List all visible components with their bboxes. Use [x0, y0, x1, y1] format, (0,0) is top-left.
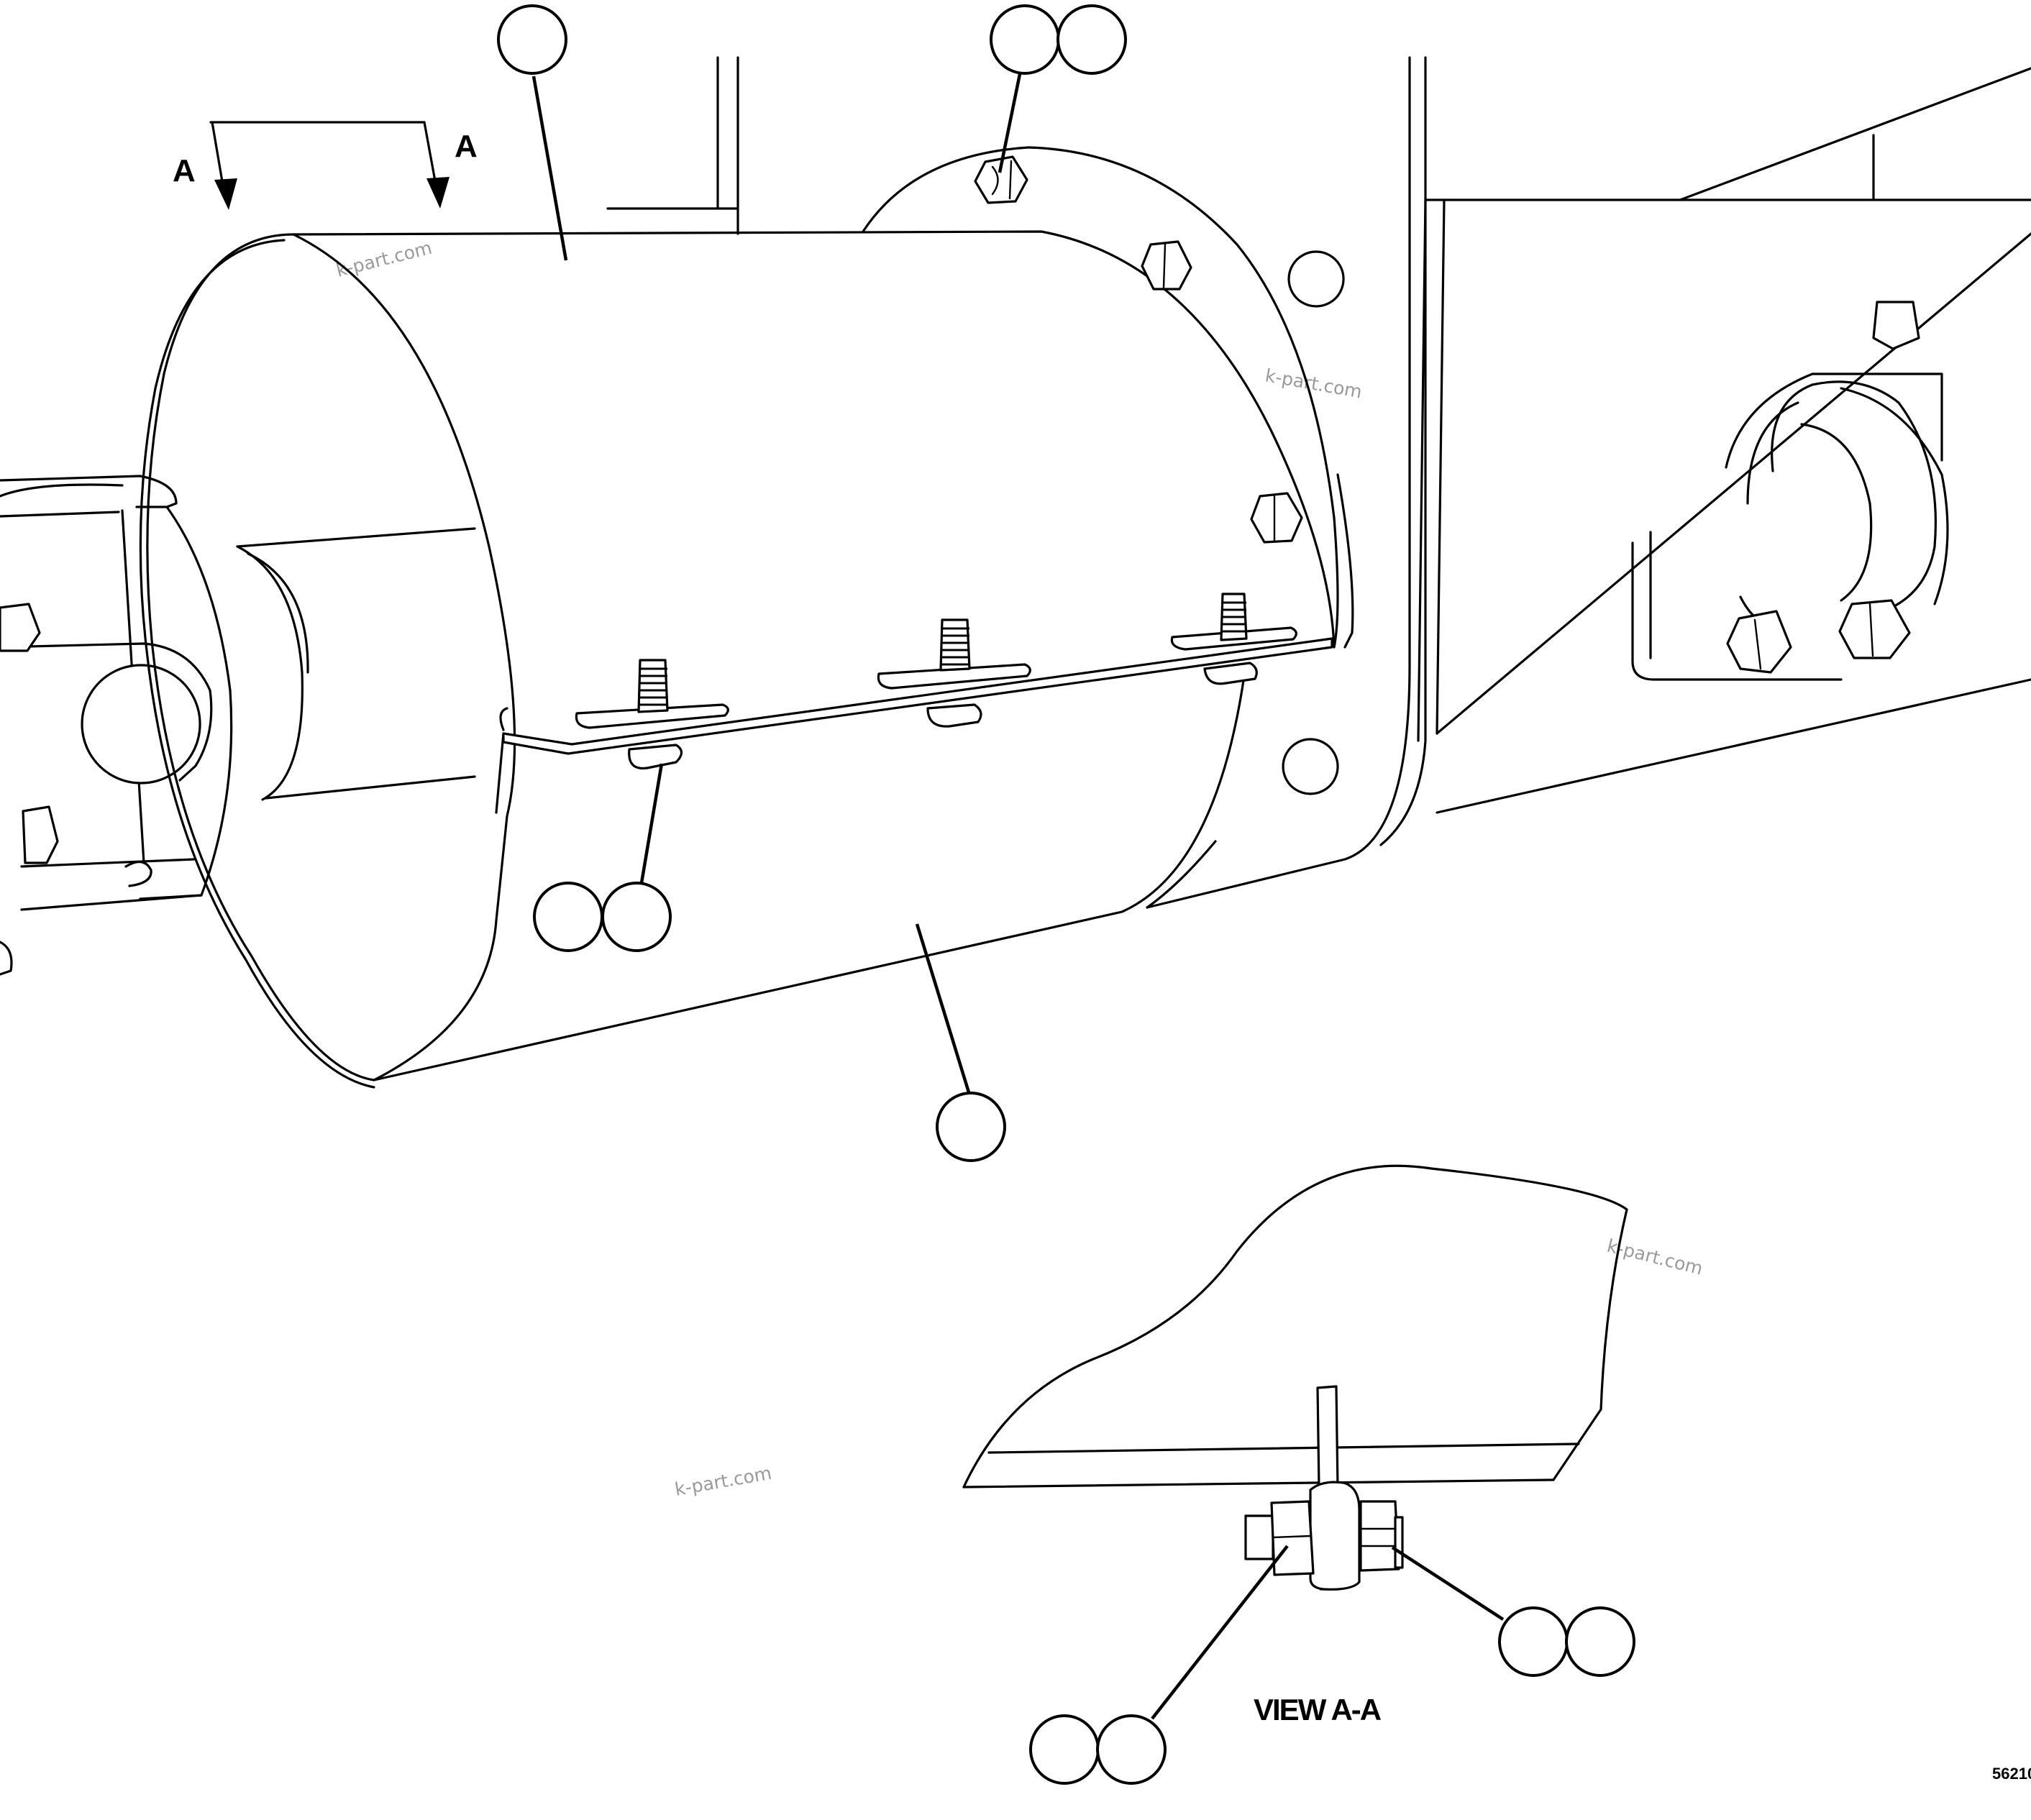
- clip-plate-1: [575, 703, 729, 729]
- callout-balloon: [1096, 1714, 1167, 1785]
- callout-balloon: [990, 4, 1060, 75]
- housing-bolt-right: [1838, 599, 1911, 659]
- callout-balloon: [936, 1092, 1006, 1162]
- section-label-left: A: [173, 153, 196, 188]
- section-label-right: A: [455, 129, 478, 164]
- callout-balloon: [1565, 1606, 1635, 1677]
- housing-bolt-left: [1726, 610, 1792, 674]
- section-arrow-right: [426, 177, 449, 209]
- leader-lines: [531, 73, 1505, 1720]
- callout-flange-bolt[interactable]: [990, 4, 1127, 75]
- stud-3: [1220, 593, 1248, 641]
- callout-balloon: [1498, 1606, 1569, 1677]
- watermark-2: k-part.com: [1264, 365, 1364, 402]
- bearing-housing: [1631, 301, 1949, 681]
- shaft-bolt-1: [0, 603, 41, 652]
- tab-2: [926, 703, 982, 728]
- callout-clip[interactable]: [533, 882, 672, 952]
- view-bolt-head: [1244, 1514, 1274, 1560]
- flange-bolt-3: [1250, 492, 1303, 544]
- flange-bolt-2: [1141, 240, 1192, 291]
- stud-1: [637, 659, 669, 713]
- guard-cylinder: [139, 146, 1354, 1089]
- figure-number: 56210: [1992, 1765, 2031, 1783]
- callout-balloon: [1056, 4, 1127, 75]
- section-arrow-left: [214, 178, 237, 210]
- callout-view-bolt[interactable]: [1029, 1714, 1167, 1785]
- yoke-ring-outer: [81, 664, 201, 785]
- view-clip: [1309, 1481, 1361, 1591]
- callout-balloon: [601, 882, 672, 952]
- housing-bolt-top: [1872, 301, 1920, 350]
- callout-balloon: [1029, 1714, 1100, 1785]
- drive-shaft-u-joint: [0, 475, 476, 976]
- hole-lower: [1282, 738, 1339, 795]
- flange-bolt-1: [974, 155, 1028, 204]
- view-label: VIEW A-A: [1254, 1693, 1382, 1727]
- guard-seam-clamp: [499, 593, 1333, 770]
- hole-upper: [1287, 250, 1345, 308]
- frame-structure: [606, 56, 2031, 909]
- callout-view-nut[interactable]: [1498, 1606, 1635, 1677]
- tab-1: [628, 744, 683, 770]
- watermark-4: k-part.com: [673, 1463, 773, 1500]
- view-nut: [1359, 1500, 1400, 1572]
- stud-2: [939, 618, 971, 672]
- tab-3: [1203, 662, 1258, 685]
- callout-balloon: [497, 4, 567, 75]
- callout-bottom-cover[interactable]: [936, 1092, 1006, 1162]
- view-a-a-detail: VIEW A-A: [962, 1164, 1628, 1727]
- view-bolt-body: [1270, 1500, 1315, 1576]
- section-marker-a-a: A A: [173, 121, 478, 210]
- clip-plate-2: [877, 663, 1031, 690]
- callout-top-cover[interactable]: [497, 4, 567, 75]
- shaft-bolt-2: [22, 805, 59, 864]
- callout-balloon: [533, 882, 603, 952]
- watermark-1: k-part.com: [334, 237, 434, 281]
